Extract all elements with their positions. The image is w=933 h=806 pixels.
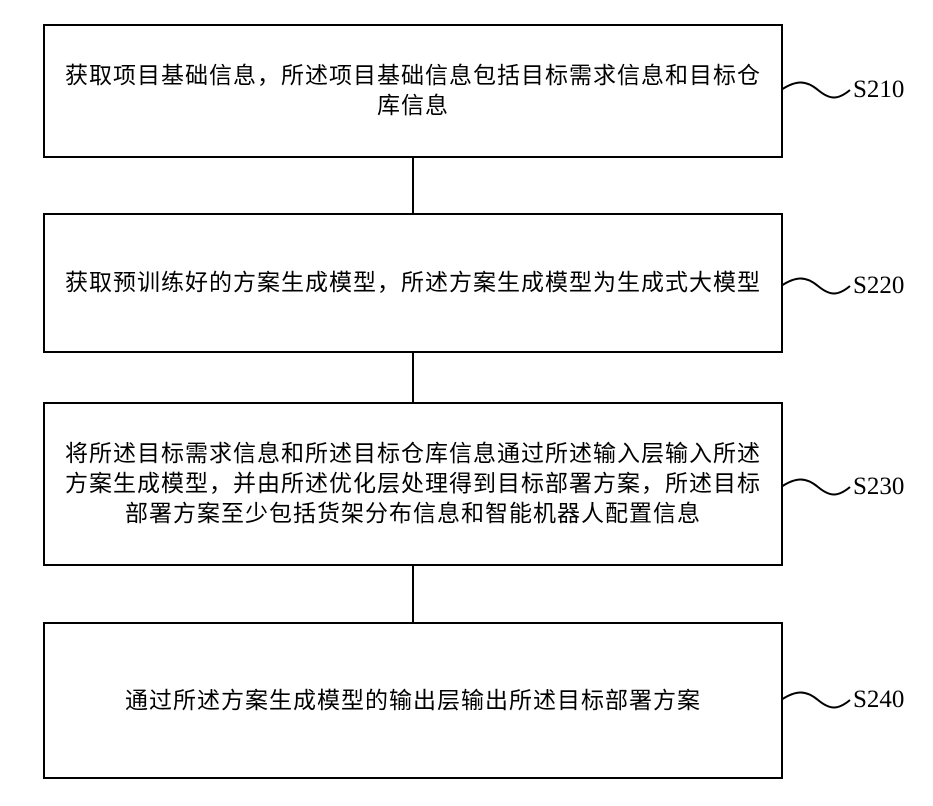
step-box-s240: 通过所述方案生成模型的输出层输出所述目标部署方案 bbox=[43, 622, 783, 779]
leader-line-s220 bbox=[781, 279, 850, 294]
leader-line-s210 bbox=[781, 83, 850, 98]
step-box-s230: 将所述目标需求信息和所述目标仓库信息通过所述输入层输入所述方案生成模型，并由所述… bbox=[43, 402, 783, 566]
step-label-s220: S220 bbox=[853, 271, 904, 301]
step-label-s230: S230 bbox=[853, 472, 904, 502]
step-text-s230: 将所述目标需求信息和所述目标仓库信息通过所述输入层输入所述方案生成模型，并由所述… bbox=[59, 439, 767, 529]
leader-line-s230 bbox=[781, 480, 850, 495]
step-box-s210: 获取项目基础信息，所述项目基础信息包括目标需求信息和目标仓库信息 bbox=[43, 24, 783, 158]
step-box-s220: 获取预训练好的方案生成模型，所述方案生成模型为生成式大模型 bbox=[43, 213, 783, 353]
step-text-s210: 获取项目基础信息，所述项目基础信息包括目标需求信息和目标仓库信息 bbox=[59, 61, 767, 121]
leader-line-s240 bbox=[781, 693, 850, 708]
step-label-s210: S210 bbox=[853, 75, 904, 105]
step-text-s220: 获取预训练好的方案生成模型，所述方案生成模型为生成式大模型 bbox=[65, 268, 761, 298]
step-text-s240: 通过所述方案生成模型的输出层输出所述目标部署方案 bbox=[125, 686, 701, 716]
step-label-s240: S240 bbox=[853, 685, 904, 715]
